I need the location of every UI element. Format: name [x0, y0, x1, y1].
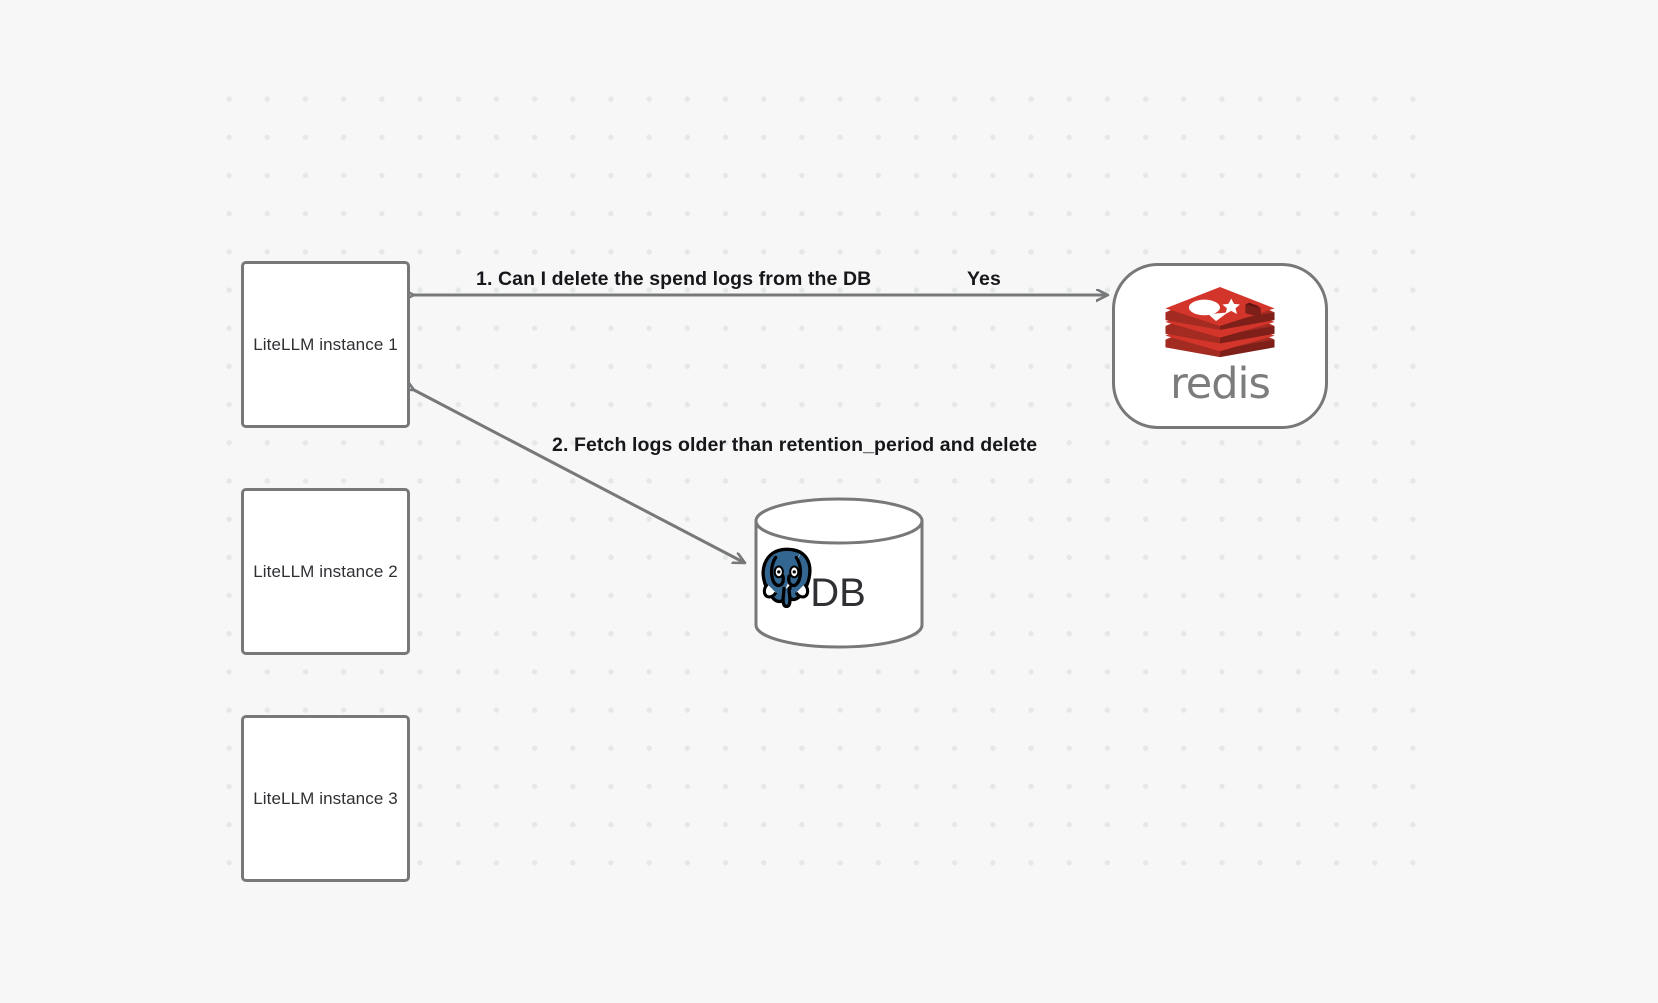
- redis-content: redis: [1161, 286, 1279, 409]
- node-label: LiteLLM instance 1: [253, 334, 398, 354]
- db-content: DB: [753, 543, 925, 643]
- db-label: DB: [810, 571, 866, 615]
- node-label: LiteLLM instance 2: [253, 561, 398, 581]
- node-litellm-instance-1[interactable]: LiteLLM instance 1: [241, 261, 410, 428]
- edge-label-1-reply: Yes: [967, 268, 1001, 290]
- node-label: LiteLLM instance 3: [253, 788, 398, 808]
- redis-wordmark: redis: [1170, 358, 1271, 409]
- edge-llm1-db: [414, 390, 745, 565]
- postgresql-elephant-icon: [761, 547, 812, 609]
- node-litellm-instance-3[interactable]: LiteLLM instance 3: [241, 715, 410, 882]
- node-redis[interactable]: redis: [1112, 263, 1328, 429]
- node-litellm-instance-2[interactable]: LiteLLM instance 2: [241, 488, 410, 655]
- node-database[interactable]: DB: [753, 497, 925, 649]
- edge-label-2: 2. Fetch logs older than retention_perio…: [552, 434, 1038, 456]
- edge-label-1: 1. Can I delete the spend logs from the …: [476, 268, 872, 290]
- redis-logo-icon: [1165, 286, 1275, 357]
